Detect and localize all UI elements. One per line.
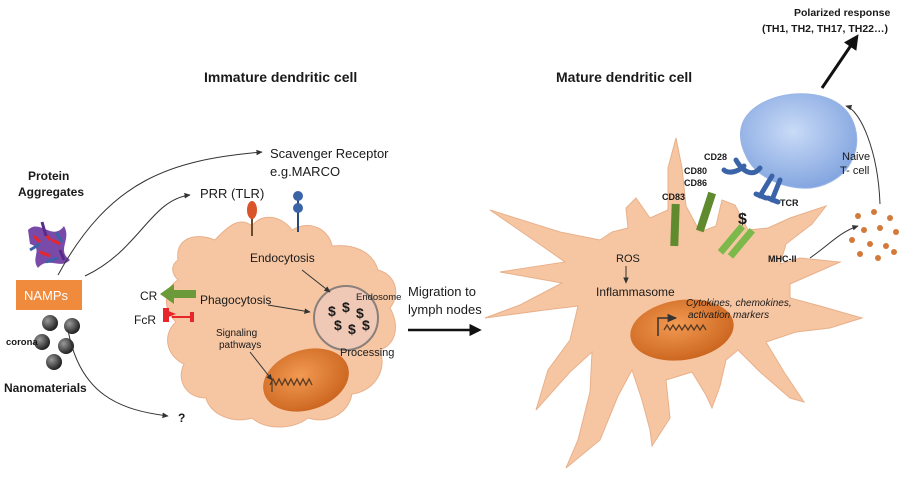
mature-cell-title: Mature dendritic cell <box>556 69 692 85</box>
endosome-antigens: $ $ $ $ $ $ <box>328 299 370 337</box>
prr-receptor <box>247 201 257 236</box>
endosome <box>313 285 379 351</box>
fcr-receptor-block <box>163 308 169 322</box>
protein-label-1: Protein <box>28 169 69 183</box>
svg-text:$: $ <box>342 299 350 315</box>
signaling-label-1: Signaling <box>216 328 257 339</box>
cd28-receptor <box>721 157 763 176</box>
inflammasome-label: Inflammasome <box>596 285 675 299</box>
nanomaterials-label: Nanomaterials <box>4 381 87 395</box>
cytokine-dots <box>849 209 899 261</box>
cd80-label: CD80 <box>684 166 707 176</box>
polarized-response-subtitle: (TH1, TH2, TH17, TH22…) <box>762 23 888 35</box>
arrow-to-prr <box>84 192 191 277</box>
cd28-label: CD28 <box>704 152 727 162</box>
arrow-to-question <box>67 329 169 419</box>
cd80-86-receptor <box>696 191 716 233</box>
phagocytosis-label: Phagocytosis <box>200 293 271 307</box>
cr-receptor <box>160 284 196 304</box>
namps-label: NAMPs <box>24 288 69 303</box>
svg-text:$: $ <box>334 317 342 333</box>
svg-text:$: $ <box>328 303 336 319</box>
tcr-label: TCR <box>780 198 799 208</box>
tcell-label: T- cell <box>840 165 869 177</box>
endocytosis-label: Endocytosis <box>250 251 315 265</box>
protein-label-2: Aggregates <box>18 185 84 199</box>
transcription-arrow-mature <box>657 313 678 336</box>
svg-text:$: $ <box>348 321 356 337</box>
immature-nucleus <box>263 348 349 412</box>
polarized-response-title: Polarized response <box>794 7 890 19</box>
fcr-receptor <box>166 310 194 322</box>
arrow-to-tcell <box>845 104 881 205</box>
cd83-receptor <box>670 203 680 247</box>
svg-text:$: $ <box>362 317 370 333</box>
dna-strand-immature <box>269 377 313 387</box>
svg-text:$: $ <box>356 305 364 321</box>
dna-strand-mature <box>663 323 707 332</box>
immature-cell-title: Immature dendritic cell <box>204 69 357 85</box>
arrow-cytokines-release <box>809 225 859 259</box>
ros-label: ROS <box>616 253 640 265</box>
cytokines-label-2: activation markers <box>688 310 769 321</box>
namps-box <box>16 280 82 310</box>
prr-label: PRR (TLR) <box>200 186 264 201</box>
cd83-label: CD83 <box>662 192 685 202</box>
t-cell-body <box>740 93 858 189</box>
mhc-antigen: $ <box>738 211 747 228</box>
arrow-phagocytosis <box>267 304 311 314</box>
endosome-label: Endosome <box>356 292 401 303</box>
arrow-endocytosis <box>301 269 331 293</box>
arrow-polarized <box>820 34 859 89</box>
nanomaterial-spheres <box>34 315 80 370</box>
scavenger-receptor-label: Scavenger Receptor <box>270 146 389 161</box>
cytokines-label-1: Cytokines, chemokines, <box>686 298 792 309</box>
migration-label-2: lymph nodes <box>408 302 482 317</box>
migration-label-1: Migration to <box>408 284 476 299</box>
arrow-signaling <box>249 351 273 381</box>
signaling-label-2: pathways <box>219 340 261 351</box>
protein-aggregates-image <box>28 221 70 268</box>
question-label: ? <box>178 411 185 425</box>
arrow-to-scavenger <box>57 149 263 276</box>
tcr-receptor <box>753 173 783 205</box>
fcr-label: FcR <box>134 313 156 327</box>
naive-label: Naive <box>842 151 870 163</box>
mhc-ii-label: MHC-II <box>768 254 797 264</box>
cd86-label: CD86 <box>684 178 707 188</box>
processing-label: Processing <box>340 347 394 359</box>
corona-label: corona <box>6 337 38 348</box>
cr-label: CR <box>140 289 158 303</box>
scavenger-example-label: e.g.MARCO <box>270 164 340 179</box>
scavenger-receptor <box>293 191 303 232</box>
mhc-ii-receptor <box>717 224 755 259</box>
